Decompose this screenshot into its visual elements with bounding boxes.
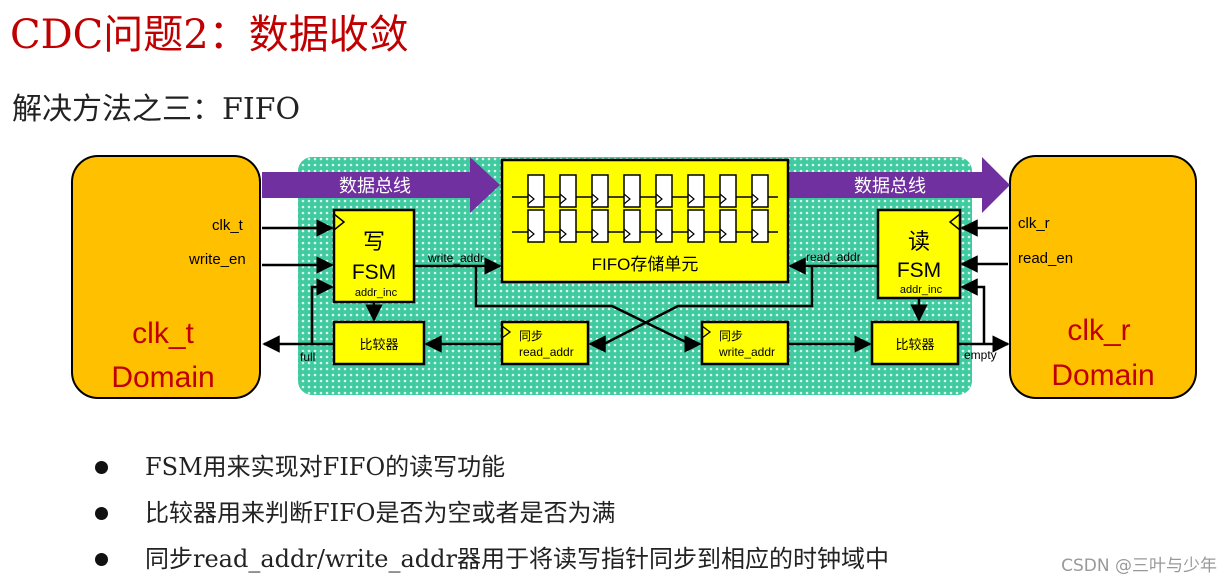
write-fsm-sub: addr_inc	[355, 287, 398, 299]
clock-notch	[591, 228, 599, 240]
clock-notch	[687, 193, 695, 205]
right-domain-line1: clk_r	[1067, 314, 1130, 347]
page-subtitle: 解决方法之三：FIFO	[12, 92, 301, 127]
bullet-item: 比较器用来判断FIFO是否为空或者是否为满	[95, 494, 889, 540]
register-cell	[527, 174, 545, 208]
right-domain-box	[1009, 155, 1197, 399]
watermark: CSDN @三叶与少年	[1061, 556, 1217, 576]
fifo-storage-label: FIFO存储单元	[592, 255, 699, 274]
comparator-left-box	[332, 320, 426, 366]
register-cell	[687, 174, 705, 208]
bus-arrow-left	[262, 157, 500, 213]
sync-write-line1: 同步	[719, 329, 743, 343]
signal-read-en: read_en	[1018, 250, 1073, 267]
clock-notch	[655, 228, 663, 240]
register-cell	[559, 209, 577, 243]
bullet-dot	[95, 461, 108, 474]
clock-notch	[527, 228, 535, 240]
register-cells	[527, 174, 769, 243]
bullet-item: FSM用来实现对FIFO的读写功能	[95, 448, 889, 494]
register-cell	[623, 209, 641, 243]
bullet-list: FSM用来实现对FIFO的读写功能 比较器用来判断FIFO是否为空或者是否为满 …	[95, 448, 889, 586]
clock-notch	[719, 193, 727, 205]
clock-notch	[751, 228, 759, 240]
bus-arrow-right	[788, 157, 1010, 213]
sync-read-line1: 同步	[519, 329, 543, 343]
clock-notch	[719, 228, 727, 240]
register-cell	[623, 174, 641, 208]
read-fsm-sub: addr_inc	[900, 284, 943, 296]
sync-write-line2: write_addr	[718, 345, 775, 359]
clock-notch	[623, 193, 631, 205]
register-cell	[687, 209, 705, 243]
left-domain-box	[71, 155, 261, 399]
register-cell	[591, 209, 609, 243]
clock-notch	[527, 193, 535, 205]
signal-write-addr: write_addr	[427, 251, 484, 265]
register-cell	[559, 174, 577, 208]
comparator-right-box	[870, 320, 960, 366]
signal-read-addr: read_addr	[806, 250, 861, 264]
fifo-storage-box	[500, 158, 790, 284]
write-fsm-label: FSM	[352, 261, 396, 284]
signal-full: full	[300, 350, 315, 364]
signal-clk-r: clk_r	[1018, 215, 1050, 232]
bullet-text: FSM用来实现对FIFO的读写功能	[145, 453, 506, 481]
clock-notch	[655, 193, 663, 205]
bus-label-right: 数据总线	[854, 176, 926, 196]
clock-notch	[559, 193, 567, 205]
sync-read-line2: read_addr	[519, 345, 574, 359]
bullet-dot	[95, 553, 108, 566]
clock-notch	[687, 228, 695, 240]
clock-notch	[623, 228, 631, 240]
left-domain-line2: Domain	[111, 361, 214, 394]
write-fsm-box	[332, 208, 416, 304]
read-fsm-box	[876, 208, 962, 300]
register-cell	[591, 174, 609, 208]
comparator-right-label: 比较器	[895, 337, 934, 352]
clock-notch	[751, 193, 759, 205]
bullet-dot	[95, 507, 108, 520]
register-cell	[655, 174, 673, 208]
right-domain-line2: Domain	[1051, 359, 1154, 392]
signal-empty: empty	[964, 348, 997, 362]
register-cell	[751, 209, 769, 243]
bullet-item: 同步read_addr/write_addr器用于将读写指针同步到相应的时钟域中	[95, 540, 889, 586]
signal-clk-t: clk_t	[212, 217, 244, 234]
read-fsm-label: FSM	[897, 259, 941, 282]
register-cell	[719, 174, 737, 208]
bullet-text: 比较器用来判断FIFO是否为空或者是否为满	[145, 499, 616, 527]
comparator-left-label: 比较器	[359, 337, 398, 352]
clock-notch	[559, 228, 567, 240]
register-cell	[751, 174, 769, 208]
read-fsm-char: 读	[908, 229, 930, 254]
signal-write-en: write_en	[188, 251, 246, 268]
clock-notch	[591, 193, 599, 205]
write-fsm-char: 写	[363, 229, 385, 254]
register-cell	[719, 209, 737, 243]
register-cell	[527, 209, 545, 243]
bus-label-left: 数据总线	[339, 176, 411, 196]
left-domain-line1: clk_t	[132, 317, 194, 350]
bullet-text: 同步read_addr/write_addr器用于将读写指针同步到相应的时钟域中	[145, 545, 889, 573]
register-cell	[655, 209, 673, 243]
page-title: CDC问题2：数据收敛	[10, 12, 409, 58]
